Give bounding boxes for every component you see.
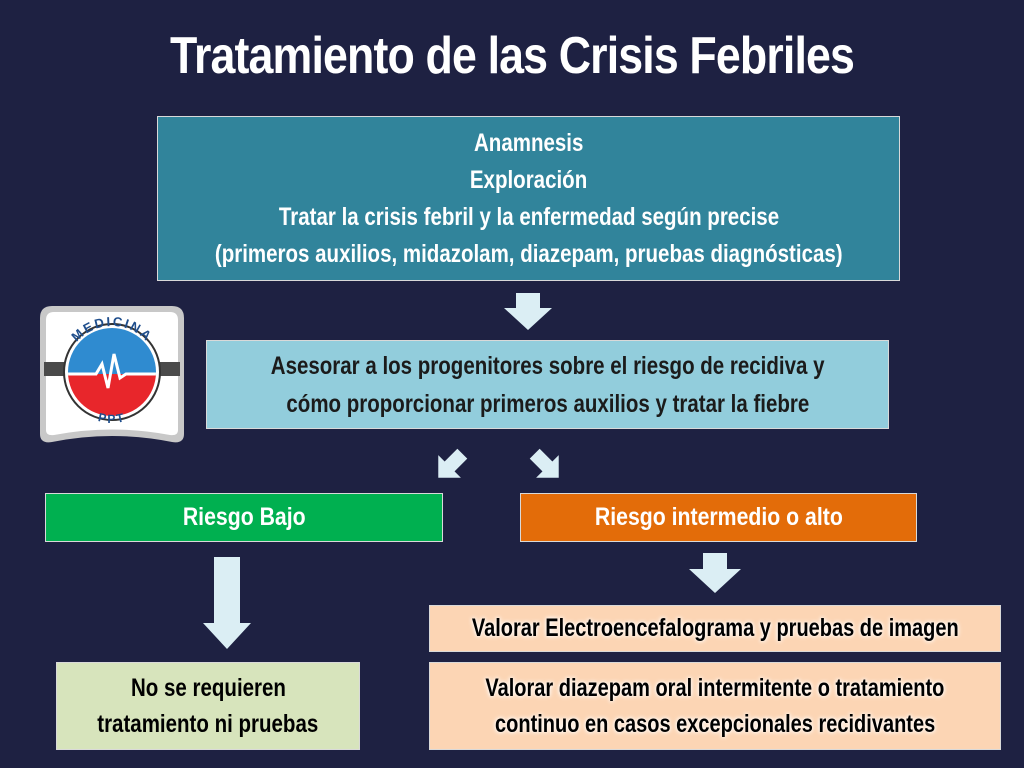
diazepam-line: continuo en casos excepcionales recidiva…	[494, 710, 936, 738]
no-treatment-line: No se requieren	[130, 674, 286, 702]
high-risk-label: Riesgo intermedio o alto	[594, 503, 843, 531]
medicina-ppt-logo-icon: MEDICINA PPT	[40, 306, 184, 443]
diazepam-line: Valorar diazepam oral intermitente o tra…	[485, 674, 945, 702]
advise-parents-box: Asesorar a los progenitores sobre el rie…	[206, 340, 889, 429]
assessment-line: Tratar la crisis febril y la enfermedad …	[278, 202, 779, 231]
high-risk-box: Riesgo intermedio o alto	[520, 493, 917, 542]
diazepam-box: Valorar diazepam oral intermitente o tra…	[429, 662, 1001, 750]
arrow-down-icon	[504, 293, 552, 330]
page-title: Tratamiento de las Crisis Febriles	[169, 27, 855, 85]
assessment-box: Anamnesis Exploración Tratar la crisis f…	[157, 116, 900, 281]
arrow-down-right-icon	[529, 448, 559, 478]
assessment-line: Exploración	[469, 165, 588, 194]
arrow-down-long-icon	[203, 557, 251, 649]
eeg-label: Valorar Electroencefalograma y pruebas d…	[471, 614, 959, 642]
low-risk-box: Riesgo Bajo	[45, 493, 443, 542]
no-treatment-box: No se requieren tratamiento ni pruebas	[56, 662, 360, 750]
arrow-down-icon	[689, 553, 741, 593]
svg-text:PPT: PPT	[97, 410, 127, 426]
advise-line: cómo proporcionar primeros auxilios y tr…	[286, 389, 809, 418]
eeg-imaging-box: Valorar Electroencefalograma y pruebas d…	[429, 605, 1001, 652]
no-treatment-line: tratamiento ni pruebas	[97, 710, 319, 738]
arrow-down-left-icon	[438, 448, 468, 478]
assessment-line: Anamnesis	[473, 128, 584, 157]
advise-line: Asesorar a los progenitores sobre el rie…	[270, 351, 825, 380]
low-risk-label: Riesgo Bajo	[182, 503, 306, 531]
assessment-line: (primeros auxilios, midazolam, diazepam,…	[214, 239, 843, 268]
